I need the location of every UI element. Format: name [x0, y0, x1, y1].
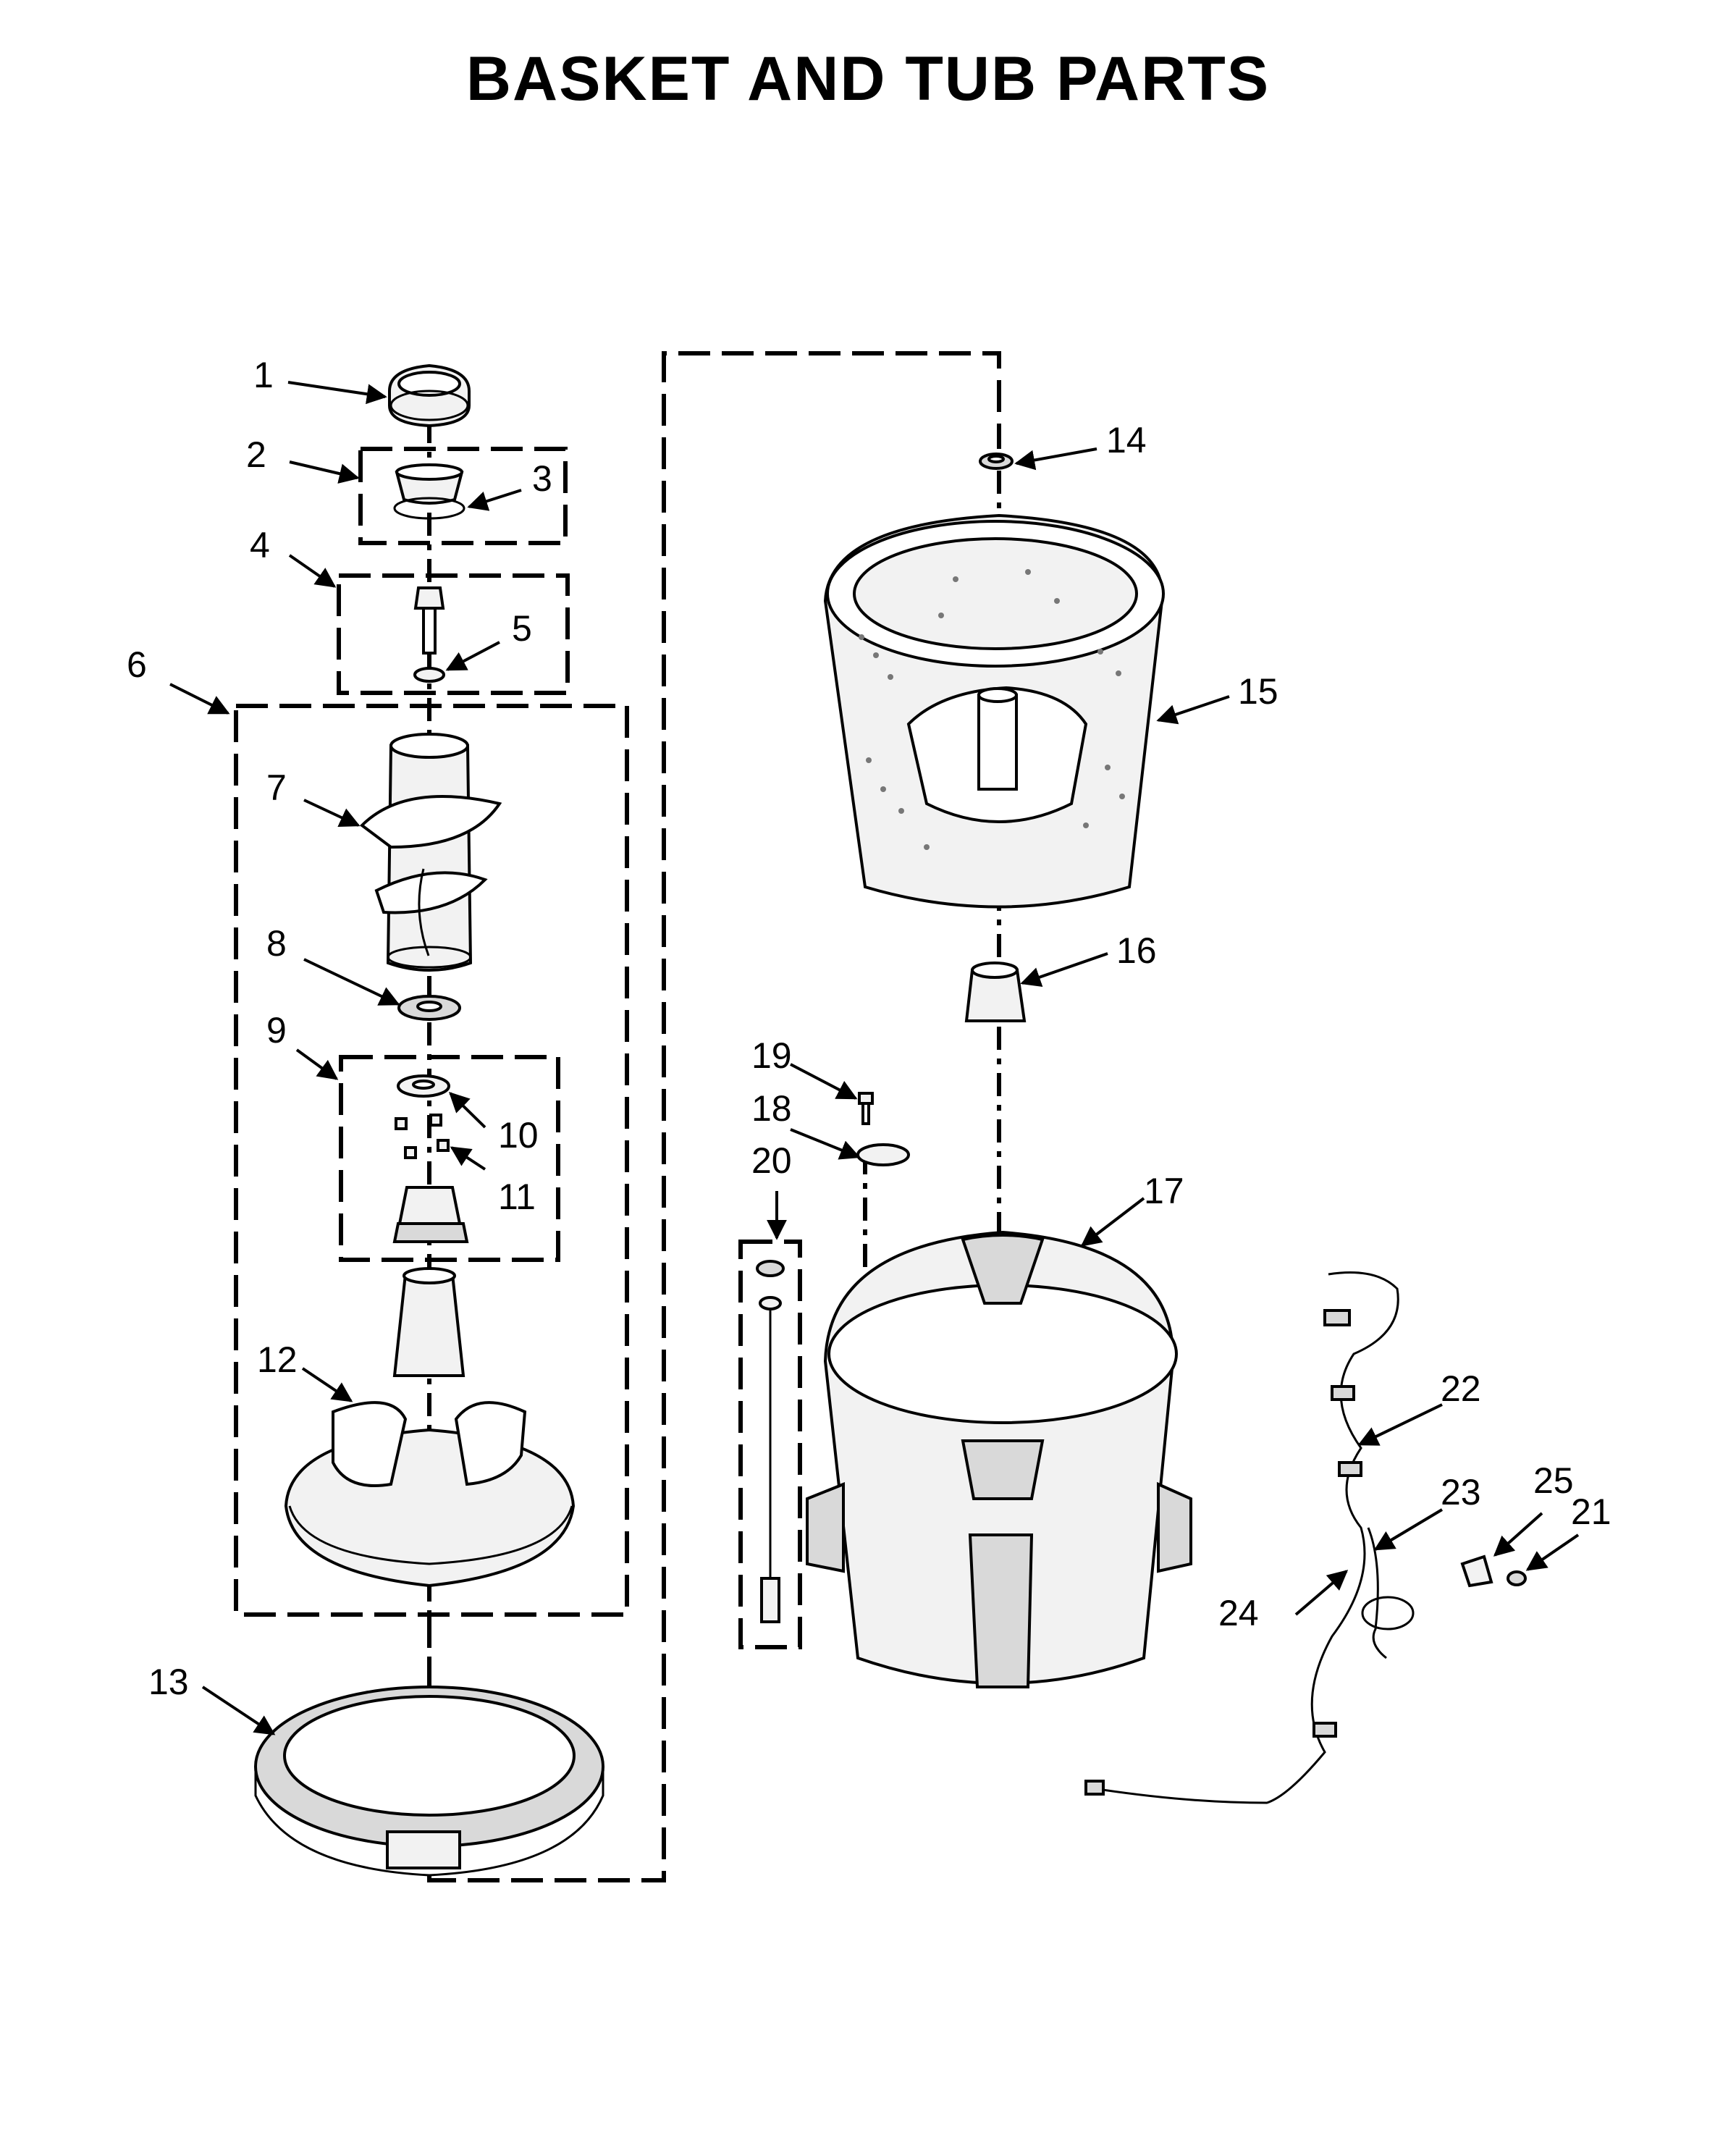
callout-10: 10 — [498, 1115, 539, 1156]
callout-1: 1 — [253, 355, 274, 395]
part-12-agitator-base — [284, 1267, 576, 1588]
part-15-wash-basket — [823, 513, 1165, 909]
part-9-drive-block — [392, 1186, 469, 1243]
callout-8: 8 — [266, 923, 287, 964]
callout-3: 3 — [532, 458, 552, 499]
callout-24: 24 — [1218, 1593, 1259, 1633]
part-14-spin-nut — [979, 453, 1014, 470]
callout-15: 15 — [1238, 671, 1278, 712]
part-20-pressure-hose — [756, 1260, 785, 1623]
callout-18: 18 — [751, 1088, 792, 1129]
callout-9: 9 — [266, 1010, 287, 1051]
part-7-agitator — [359, 733, 502, 972]
part-17-outer-tub — [806, 1230, 1192, 1688]
part-1-cap — [388, 363, 471, 428]
callout-labels: 1 2 3 4 5 6 7 8 9 10 11 12 13 14 15 16 1… — [127, 355, 1611, 1702]
callout-19: 19 — [751, 1035, 792, 1076]
part-16-bearing-housing — [964, 962, 1027, 1022]
group-box-20 — [738, 1240, 802, 1649]
callout-11: 11 — [498, 1177, 536, 1217]
part-25-clamp — [1460, 1554, 1493, 1588]
part-4-bolt — [413, 586, 445, 655]
part-19-screw — [858, 1092, 874, 1125]
diagram-title: BASKET AND TUB PARTS — [465, 44, 1271, 114]
group-box-2 — [358, 447, 568, 545]
callout-21: 21 — [1571, 1491, 1611, 1532]
part-23-ground-wire — [1361, 1527, 1415, 1659]
callout-23: 23 — [1441, 1472, 1481, 1512]
callout-2: 2 — [246, 434, 266, 475]
callout-6: 6 — [127, 644, 147, 685]
callout-5: 5 — [512, 608, 532, 649]
part-22-wire-harness — [1084, 1271, 1399, 1804]
callout-16: 16 — [1116, 930, 1157, 971]
part-21-screw — [1507, 1570, 1527, 1586]
part-2-cam — [395, 463, 464, 505]
part-11-dogs — [395, 1114, 450, 1159]
callout-4: 4 — [250, 525, 270, 565]
callout-14: 14 — [1106, 420, 1147, 460]
part-3-ring — [393, 497, 465, 520]
callout-17: 17 — [1144, 1171, 1184, 1211]
part-8-hub — [397, 995, 461, 1021]
callout-7: 7 — [266, 767, 287, 808]
part-5-washer — [413, 667, 445, 683]
part-13-balance-ring — [254, 1686, 604, 1877]
callout-13: 13 — [148, 1662, 189, 1702]
part-10-washer — [397, 1074, 450, 1098]
group-box-9 — [339, 1055, 560, 1262]
callout-25: 25 — [1533, 1460, 1574, 1501]
group-box-4 — [337, 573, 570, 695]
callout-12: 12 — [257, 1339, 298, 1380]
part-18-clip — [856, 1143, 910, 1166]
callout-22: 22 — [1441, 1368, 1481, 1409]
basket-perforations — [859, 569, 1125, 850]
callout-20: 20 — [751, 1140, 792, 1181]
leader-lines — [169, 381, 1580, 1735]
